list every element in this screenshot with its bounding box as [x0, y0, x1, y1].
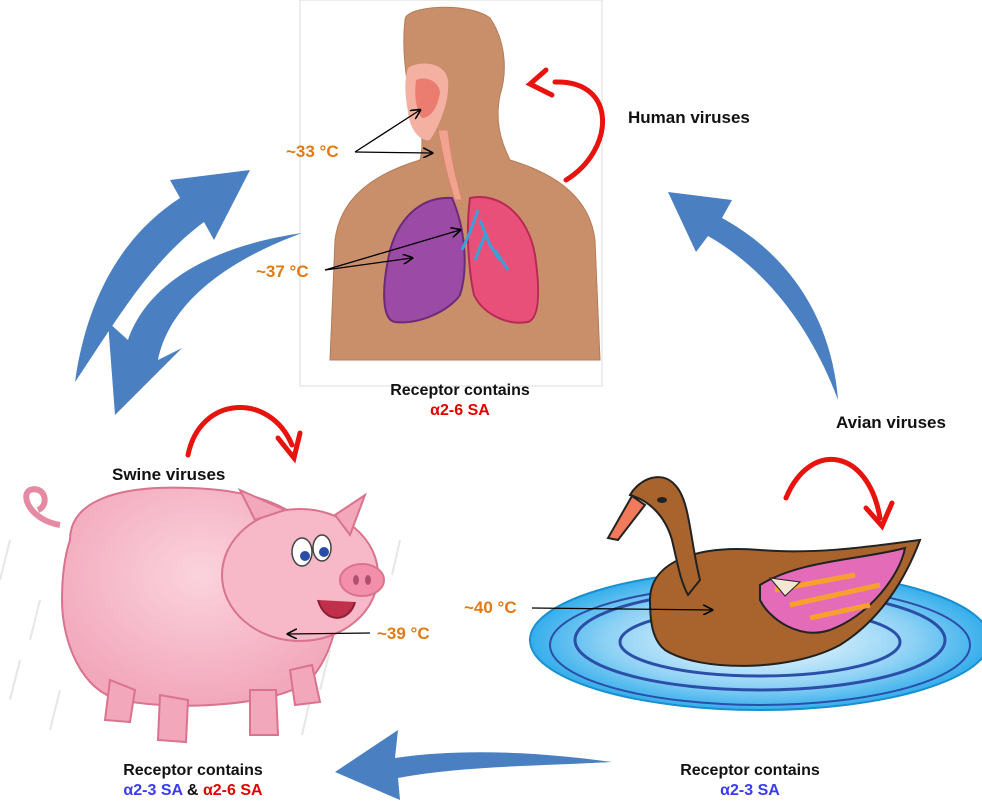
arrow-avian-to-human — [668, 192, 838, 400]
arrow-pig-to-human — [75, 170, 250, 382]
pig-illustration — [0, 488, 400, 742]
avian-receptor-title: Receptor contains — [670, 761, 830, 781]
swine-receptor-title: Receptor contains — [93, 761, 293, 781]
swine-receptor-label: Receptor contains α2-3 SA & α2-6 SA — [93, 761, 293, 801]
avian-temp: ~40 °C — [464, 598, 517, 618]
swine-temp: ~39 °C — [377, 624, 430, 644]
swine-cycle-arrow — [188, 407, 292, 455]
duck-illustration — [530, 477, 982, 710]
human-illustration — [300, 0, 602, 386]
arrow-avian-to-pig — [335, 730, 612, 800]
swine-viruses-label: Swine viruses — [112, 465, 225, 485]
human-temp-upper: ~33 °C — [286, 142, 339, 162]
swine-receptor-joiner: & — [187, 782, 199, 799]
human-receptor-sa: α2-6 SA — [385, 401, 535, 421]
human-viruses-label: Human viruses — [628, 108, 750, 128]
human-receptor-label: Receptor contains α2-6 SA — [385, 381, 535, 421]
human-temp-lower: ~37 °C — [256, 262, 309, 282]
human-receptor-title: Receptor contains — [385, 381, 535, 401]
swine-receptor-sa-2: α2-6 SA — [203, 782, 263, 799]
avian-viruses-label: Avian viruses — [836, 413, 946, 433]
avian-receptor-sa: α2-3 SA — [670, 781, 830, 801]
swine-receptor-sa-1: α2-3 SA — [123, 782, 182, 799]
avian-receptor-label: Receptor contains α2-3 SA — [670, 761, 830, 801]
